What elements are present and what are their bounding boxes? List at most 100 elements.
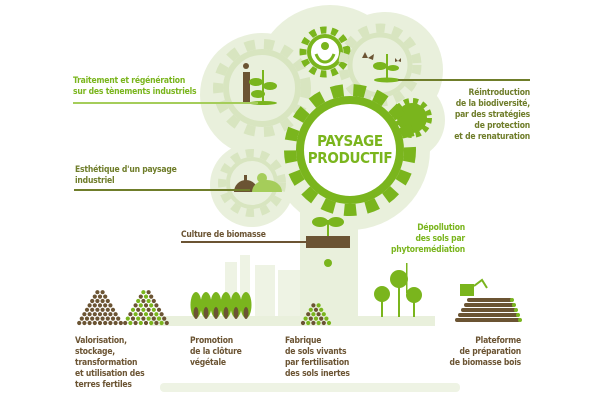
pile-dot (95, 307, 100, 312)
callout-culture: Culture de biomasse (181, 230, 266, 240)
pile-dot (146, 290, 151, 295)
pile-dot (90, 316, 95, 321)
butterfly-plant-icon (362, 52, 401, 83)
chimney-icon (243, 72, 250, 104)
log-end (510, 298, 514, 302)
pile-dot (130, 307, 136, 312)
pile-dot (151, 307, 156, 312)
pile-dot (316, 312, 321, 317)
pile-dot (136, 307, 141, 312)
pile-dot (133, 312, 138, 317)
pile-dot (311, 320, 316, 326)
pile-dot (146, 316, 151, 321)
ground-strip (150, 316, 435, 326)
pile-dot (105, 298, 110, 304)
pile-dot (103, 312, 108, 317)
hedge-trunk (243, 307, 249, 319)
pile-dot (97, 320, 103, 326)
pile-dot (306, 320, 311, 326)
hedge-tree (230, 292, 242, 318)
pile-dot (154, 303, 159, 308)
pile-dot (84, 316, 90, 321)
hedge-tree (220, 292, 232, 318)
log (464, 303, 514, 307)
hedge-trunk (203, 307, 209, 319)
callout-reintroduction: Réintroduction de la biodiversité, par d… (454, 88, 530, 142)
title-line1: PAYSAGE (317, 132, 383, 150)
pile-dot (138, 320, 143, 326)
pile-dot (138, 303, 143, 308)
pile-dot (324, 316, 329, 321)
log-end (512, 303, 516, 307)
pile-dot (95, 316, 100, 321)
pile-dot (90, 307, 95, 312)
hedge-tree (200, 292, 212, 318)
pile-dot (82, 320, 87, 326)
pile-dot (100, 298, 105, 304)
pile-dot (313, 307, 319, 312)
pile-dot (92, 303, 97, 308)
pile-dot (316, 303, 321, 308)
callout-depollution: Dépollution des sols par phytoremédiatio… (391, 223, 465, 255)
pile-dot (103, 294, 108, 299)
pile-dot (308, 316, 313, 321)
pile-dot (103, 320, 108, 326)
log-end (514, 308, 518, 312)
pile-dot (146, 298, 151, 304)
hedge-tree (190, 292, 202, 318)
label-plateforme: Plateforme de préparation de biomasse bo… (449, 336, 522, 368)
pile-dot (100, 290, 105, 295)
callout-traitement: Traitement et régénération sur des tènem… (73, 76, 197, 97)
pile-dot (79, 316, 84, 321)
pile-dot (308, 307, 313, 312)
pile-dot (143, 320, 149, 326)
pile-dot (138, 294, 143, 299)
pile-dot (311, 312, 316, 317)
pile-dot (110, 316, 116, 321)
pile-dot (159, 312, 164, 317)
pile-dot (303, 316, 308, 321)
callout-esthetique: Esthétique d'un paysage industriel (75, 165, 177, 186)
pile-dot (84, 307, 90, 312)
pile-dot (149, 303, 154, 308)
pile-dot (151, 316, 156, 321)
hedge-trunk (223, 307, 229, 319)
wood-biomass-platform (455, 278, 522, 322)
biomass-sprout-icon (306, 217, 350, 267)
pile-dot (319, 307, 324, 312)
pile-dot (156, 316, 162, 321)
pile-dot (133, 303, 138, 308)
pile-dot (82, 312, 87, 317)
pile-dot (154, 312, 159, 317)
pile-dot (149, 320, 154, 326)
pile-dot (141, 316, 146, 321)
pile-dot (133, 320, 138, 326)
gear-solid (392, 98, 432, 138)
pile-dot (103, 303, 108, 308)
pile-dot (141, 290, 146, 295)
pile-dot (100, 316, 105, 321)
pile-dot (151, 298, 156, 304)
hedge-trees (190, 292, 252, 319)
pile-dot (143, 312, 149, 317)
pile-dot (128, 320, 133, 326)
log-end (518, 318, 522, 322)
pile-dot (128, 312, 133, 317)
pile-dot (108, 303, 113, 308)
log (455, 318, 520, 322)
pile-dot (113, 312, 118, 317)
pile-dot (156, 307, 162, 312)
pile-dot (87, 303, 92, 308)
pile-dot (97, 294, 103, 299)
log (467, 298, 512, 302)
pile-dot (100, 307, 105, 312)
label-valorisation: Valorisation, stockage, transformation e… (75, 336, 145, 390)
bottom-bar (160, 383, 460, 392)
hedge-trunk (193, 307, 199, 319)
pile-dot (116, 316, 121, 321)
hedge-tree (240, 292, 252, 318)
pile-dot (90, 298, 95, 304)
pile-dot (319, 316, 324, 321)
